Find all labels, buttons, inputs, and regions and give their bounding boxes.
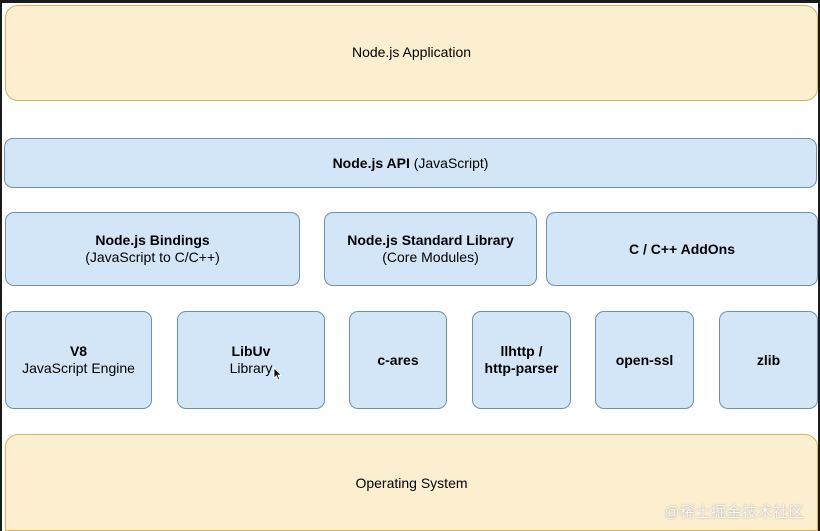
window-left-edge [0, 0, 2, 531]
llhttp-title-line2: http-parser [484, 360, 559, 376]
mouse-pointer-icon [273, 367, 283, 381]
openssl-box: open-ssl [595, 311, 694, 409]
window-top-edge [0, 0, 820, 3]
openssl-title: open-ssl [615, 351, 674, 368]
addons-title: C / C++ AddOns [628, 240, 736, 257]
bindings-subtitle: (JavaScript to C/C++) [85, 249, 220, 265]
bindings-title: Node.js Bindings [95, 232, 210, 248]
api-title: Node.js API [332, 154, 410, 171]
application-label: Node.js Application [351, 43, 472, 60]
addons-box: C / C++ AddOns [546, 212, 818, 286]
zlib-box: zlib [719, 311, 818, 409]
operating-system-label: Operating System [355, 475, 468, 491]
llhttp-title-line1: llhttp / [500, 343, 543, 359]
c-ares-box: c-ares [349, 311, 447, 409]
api-subtitle: (JavaScript) [413, 154, 489, 171]
api-layer-box: Node.js API (JavaScript) [4, 138, 817, 188]
standard-library-title: Node.js Standard Library [347, 232, 514, 248]
watermark-text: @稀土掘金技术社区 [664, 504, 804, 521]
zlib-title: zlib [756, 351, 781, 368]
standard-library-subtitle: (Core Modules) [382, 249, 479, 265]
llhttp-box: llhttp / http-parser [472, 311, 571, 409]
standard-library-box: Node.js Standard Library (Core Modules) [324, 212, 537, 286]
c-ares-title: c-ares [377, 351, 419, 368]
v8-box: V8 JavaScript Engine [5, 311, 152, 409]
v8-title: V8 [69, 343, 88, 359]
v8-subtitle: JavaScript Engine [22, 360, 135, 376]
libuv-title: LibUv [231, 343, 271, 359]
libuv-subtitle: Library [229, 360, 273, 376]
application-layer-box: Node.js Application [5, 5, 818, 101]
bindings-box: Node.js Bindings (JavaScript to C/C++) [5, 212, 300, 286]
window-right-edge [818, 0, 820, 531]
libuv-box: LibUv Library [177, 311, 325, 409]
operating-system-box: Operating System [5, 434, 818, 531]
api-label-row: Node.js API (JavaScript) [333, 155, 489, 172]
